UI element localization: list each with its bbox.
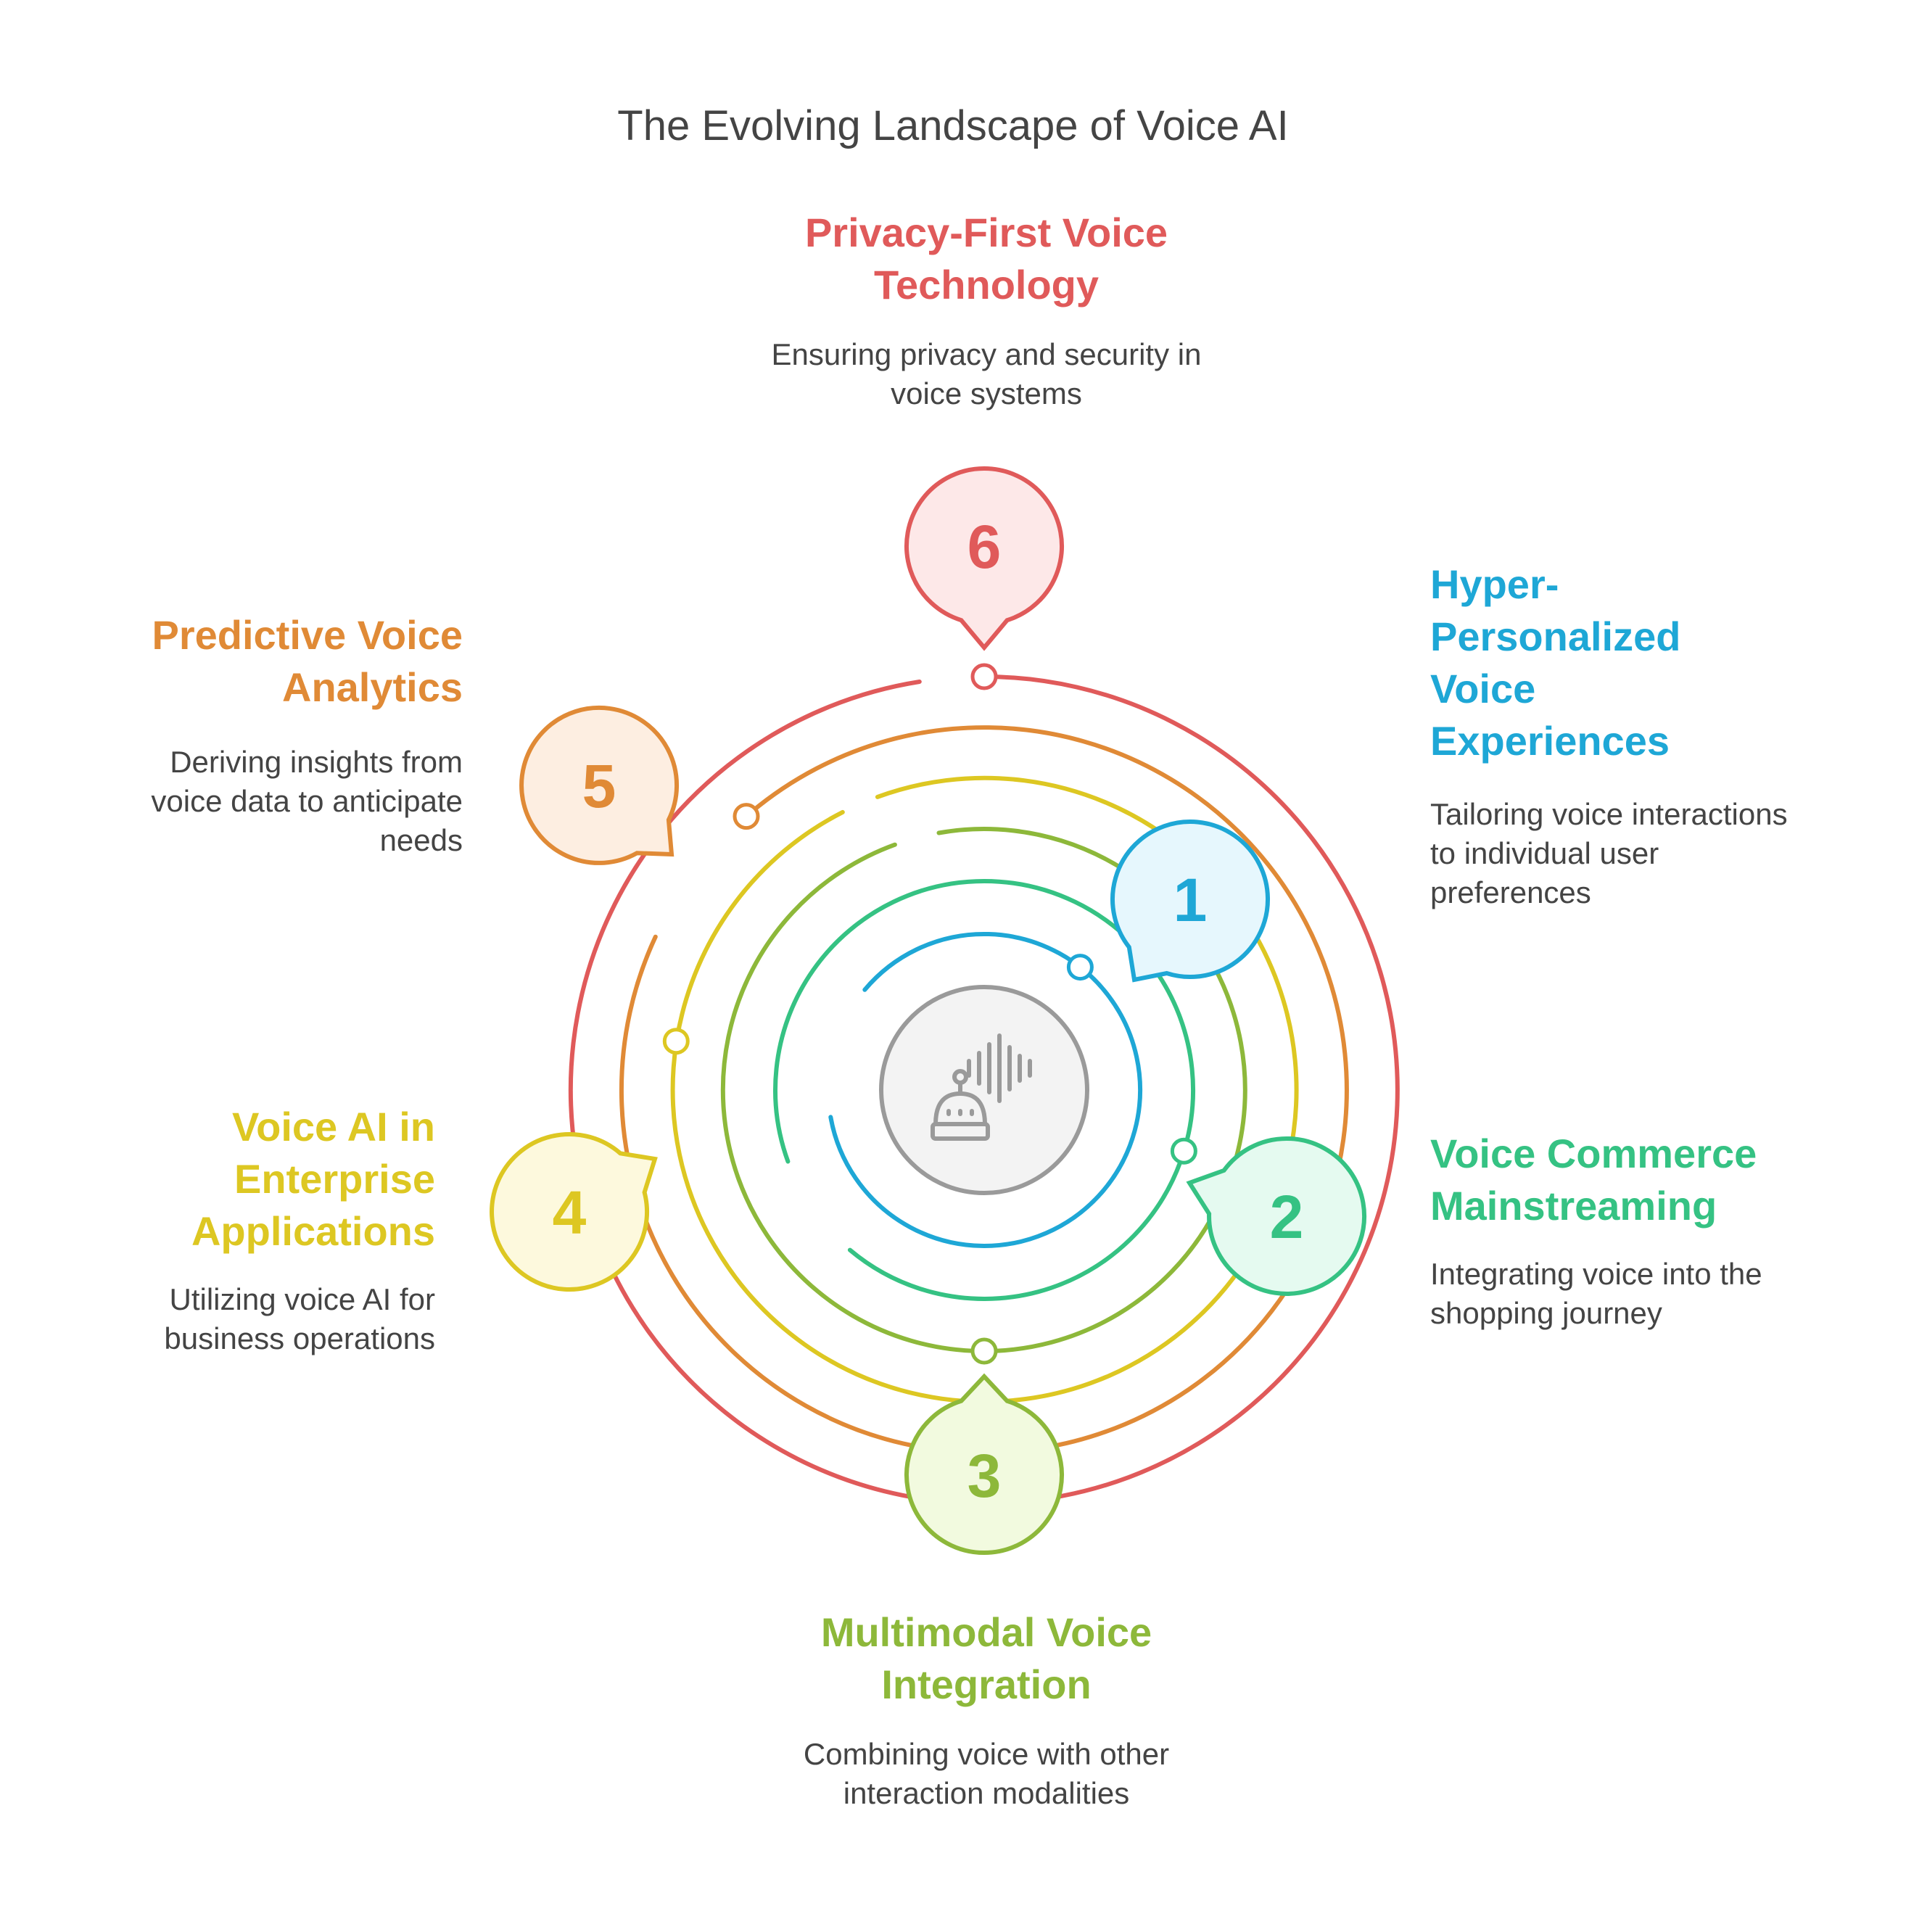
step-title-3: Multimodal Voice Integration [820,1609,1152,1707]
diagram-title: The Evolving Landscape of Voice AI [617,102,1289,149]
step-bubble-3: 3 [904,1373,1064,1555]
step-description-4: Utilizing voice AI for business operatio… [164,1282,435,1355]
step-bubble-1: 1 [1110,820,1270,983]
step-description-1: Tailoring voice interactions to individu… [1430,797,1788,909]
step-number-4: 4 [553,1178,587,1247]
ring-arc-1 [828,932,1142,1248]
voice-bot-icon [879,985,1089,1195]
step-number-5: 5 [582,752,616,820]
ring-dot-5 [733,803,760,830]
step-number-3: 3 [968,1442,1002,1510]
step-description-3: Combining voice with other interaction m… [803,1737,1170,1810]
step-bubble-4: 4 [490,1131,658,1292]
step-bubble-2: 2 [1186,1136,1367,1296]
step-title-1: Hyper-Personalized Voice Experiences [1430,561,1681,764]
ring-dot-4 [662,1028,690,1055]
ring-dot-2 [1170,1137,1197,1165]
step-title-4: Voice AI in Enterprise Applications [191,1104,435,1254]
step-number-1: 1 [1173,866,1208,934]
ring-dot-3 [970,1337,998,1365]
step-number-6: 6 [968,513,1002,581]
ring-arc-5 [619,725,1349,1456]
step-title-2: Voice Commerce Mainstreaming [1430,1131,1757,1229]
step-bubble-5: 5 [519,705,680,865]
ring-dot-1 [1066,954,1094,981]
step-bubble-6: 6 [904,466,1064,651]
step-title-5: Predictive Voice Analytics [152,612,463,710]
step-title-6: Privacy-First Voice Technology [804,210,1168,307]
step-description-2: Integrating voice into the shopping jour… [1430,1257,1762,1330]
step-description-5: Deriving insights from voice data to ant… [151,745,463,857]
step-number-2: 2 [1270,1183,1304,1251]
ring-dot-6 [970,663,998,690]
step-description-6: Ensuring privacy and security in voice s… [771,337,1202,410]
